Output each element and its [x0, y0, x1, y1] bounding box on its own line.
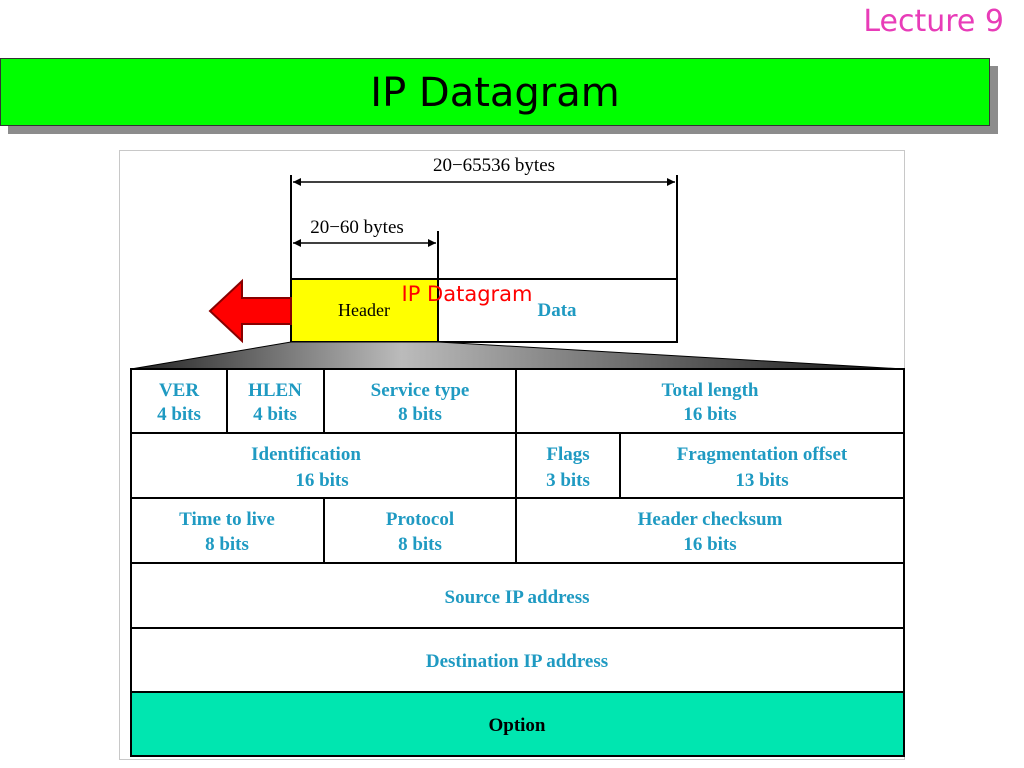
field-size: 16 bits: [683, 404, 736, 425]
field-name: Fragmentation offset: [677, 444, 848, 465]
row-4: [130, 562, 905, 629]
data-box: [437, 278, 678, 343]
datagram-diagram: 20−65536 bytes 20−60 bytes Header Data I…: [130, 155, 905, 757]
field-size: 13 bits: [735, 470, 788, 491]
header-box-label: Header: [338, 300, 390, 320]
ip-datagram-figure: 20−65536 bytes 20−60 bytes Header Data I…: [119, 150, 905, 760]
field-name: Total length: [662, 380, 759, 401]
field-name: Protocol: [386, 509, 454, 530]
field-name: Flags: [546, 444, 589, 465]
overlay-caption: IP Datagram: [402, 282, 533, 306]
field-name: Destination IP address: [426, 651, 608, 672]
row-3: [130, 497, 905, 564]
header-span-label: 20−60 bytes: [310, 217, 404, 238]
total-span-label: 20−65536 bytes: [433, 155, 555, 176]
header-expansion-wedge: [130, 341, 905, 370]
field-name: HLEN: [248, 380, 302, 401]
data-box-label: Data: [537, 300, 577, 321]
field-name: Identification: [251, 444, 361, 465]
row-1: [130, 368, 905, 434]
field-name: Time to live: [179, 509, 275, 530]
field-size: 8 bits: [205, 534, 249, 555]
row-5: [130, 627, 905, 693]
field-size: 16 bits: [295, 470, 348, 491]
expand-arrow-icon: [208, 278, 292, 344]
field-size: 8 bits: [398, 534, 442, 555]
field-name: Header checksum: [638, 509, 783, 530]
field-size: 4 bits: [253, 404, 297, 425]
field-size: 3 bits: [546, 470, 590, 491]
title-bar: IP Datagram: [0, 58, 990, 126]
option-label: Option: [488, 715, 545, 736]
field-name: VER: [159, 380, 199, 401]
row-6-option: [130, 691, 905, 757]
field-name: Service type: [371, 380, 470, 401]
field-name: Source IP address: [445, 587, 590, 608]
row-2: [130, 432, 905, 499]
field-size: 4 bits: [157, 404, 201, 425]
field-size: 16 bits: [683, 534, 736, 555]
field-size: 8 bits: [398, 404, 442, 425]
header-fields-table: [130, 368, 905, 757]
lecture-label: Lecture 9: [863, 4, 1004, 39]
field-labels: VER 4 bits HLEN 4 bits Service type 8 bi…: [157, 380, 848, 672]
slide-title: IP Datagram: [370, 70, 620, 116]
